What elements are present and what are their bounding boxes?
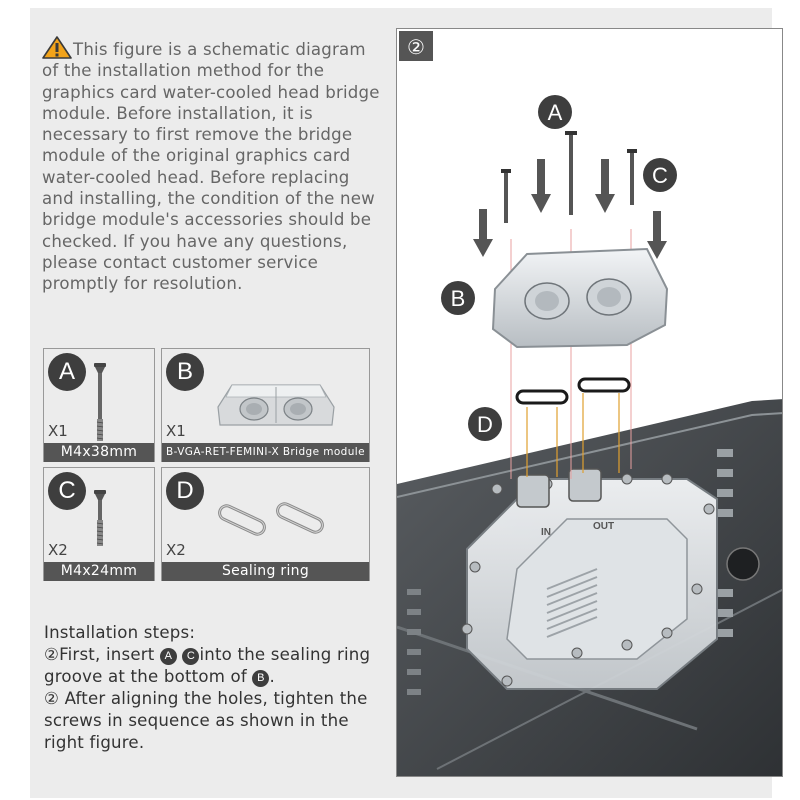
sealing-ring-icon bbox=[218, 502, 324, 536]
inline-badge-a: A bbox=[159, 648, 177, 665]
bridge-module-icon bbox=[217, 384, 335, 426]
diagram-step-number: ② bbox=[407, 35, 425, 59]
part-card-a: A X1 M4x38mm bbox=[43, 348, 155, 462]
installation-diagram: IN OUT bbox=[396, 28, 783, 777]
step-number-box bbox=[399, 31, 433, 61]
part-label-a: M4x38mm bbox=[44, 443, 154, 462]
part-qty-a: X1 bbox=[48, 422, 68, 440]
step-2: ② After aligning the holes, tighten the … bbox=[44, 688, 394, 754]
step-1-text-a: First, insert bbox=[59, 645, 155, 664]
outlet-label: OUT bbox=[593, 521, 614, 532]
part-badge-c: C bbox=[48, 472, 86, 510]
water-block: IN OUT bbox=[461, 468, 718, 690]
svg-text:D: D bbox=[477, 412, 493, 437]
part-card-b: B X1 B-VGA-RET-FEMINI-X Bridge module bbox=[161, 348, 370, 462]
step-1-end: . bbox=[269, 667, 275, 686]
label-a-badge: A bbox=[538, 95, 572, 129]
inline-badge-c: C bbox=[182, 648, 200, 665]
part-badge-d: D bbox=[166, 472, 204, 510]
sealing-rings bbox=[515, 377, 631, 405]
warning-text: This figure is a schematic diagram of th… bbox=[42, 40, 380, 294]
inline-badge-b: B bbox=[252, 670, 270, 687]
steps-title: Installation steps: bbox=[44, 623, 196, 642]
bridge-module bbox=[491, 247, 669, 349]
screw-a bbox=[565, 131, 577, 215]
part-label-d: Sealing ring bbox=[162, 562, 369, 581]
step-2-text: After aligning the holes, tighten the sc… bbox=[44, 689, 368, 752]
label-b-badge: B bbox=[441, 281, 475, 315]
part-badge-b: B bbox=[166, 353, 204, 391]
part-badge-a: A bbox=[48, 353, 86, 391]
part-qty-c: X2 bbox=[48, 541, 68, 559]
screw-c-icon bbox=[94, 490, 106, 546]
part-label-b: B-VGA-RET-FEMINI-X Bridge module bbox=[162, 443, 369, 462]
label-d-badge: D bbox=[468, 407, 502, 441]
warning-icon bbox=[42, 36, 72, 59]
part-qty-b: X1 bbox=[166, 422, 186, 440]
step-1-number: ② bbox=[44, 645, 60, 664]
svg-text:B: B bbox=[451, 286, 466, 311]
step-1-text-b: into the sealing ring groove at the bott… bbox=[44, 645, 371, 686]
part-card-d: D X2 Sealing ring bbox=[161, 467, 370, 581]
screw-a-icon bbox=[94, 363, 106, 441]
screw-c-left bbox=[501, 169, 511, 223]
screw-c-right bbox=[627, 149, 637, 205]
label-c-badge: C bbox=[643, 158, 677, 192]
inlet-label: IN bbox=[541, 527, 551, 538]
svg-text:C: C bbox=[652, 163, 668, 188]
part-qty-d: X2 bbox=[166, 541, 186, 559]
warning-text-block: This figure is a schematic diagram of th… bbox=[42, 36, 382, 295]
direction-arrows bbox=[473, 159, 667, 259]
part-card-c: C X2 M4x24mm bbox=[43, 467, 155, 581]
svg-text:A: A bbox=[548, 100, 563, 125]
step-2-number: ② bbox=[44, 689, 60, 708]
part-label-c: M4x24mm bbox=[44, 562, 154, 581]
